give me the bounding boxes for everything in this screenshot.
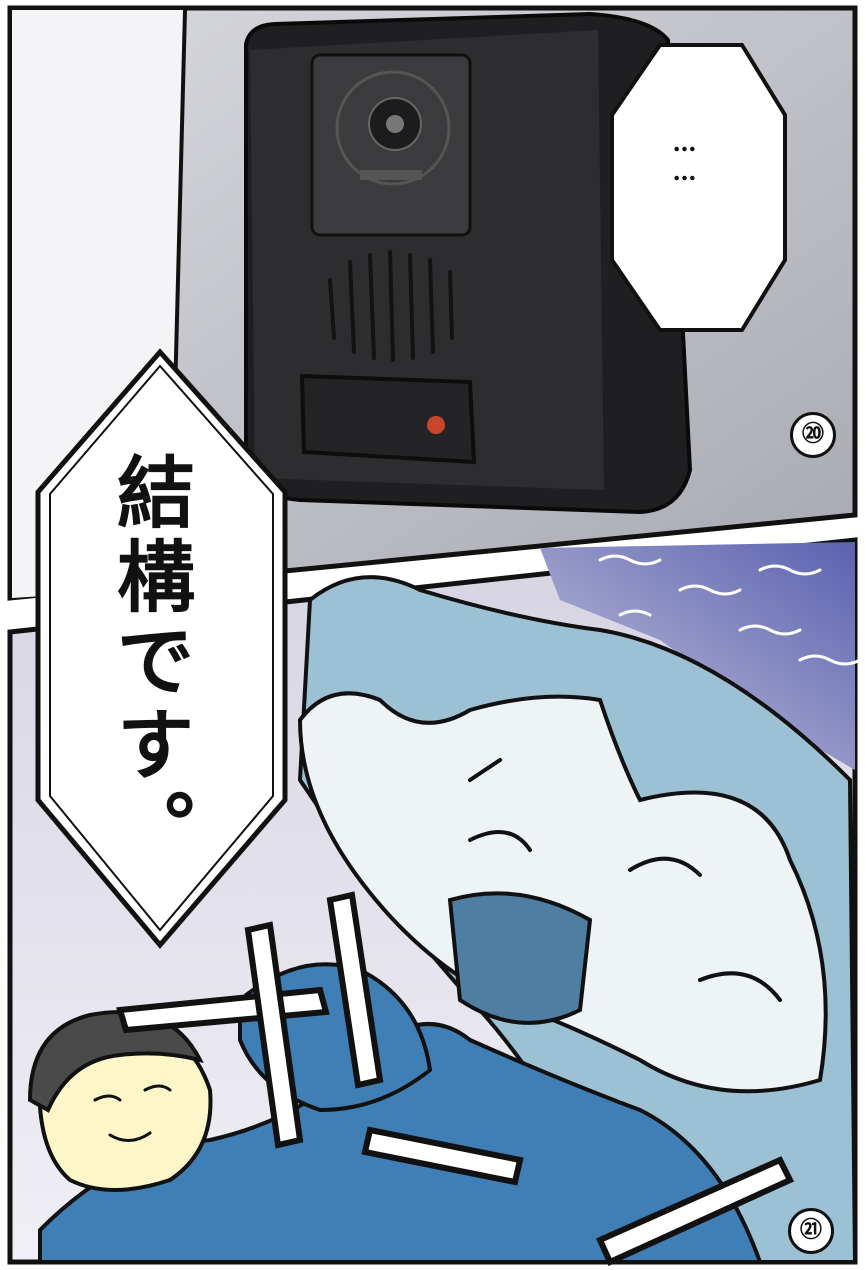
panel-number-21: ㉑ — [788, 1208, 834, 1254]
intercom-camera-icon — [310, 53, 472, 237]
indicator-light-icon — [427, 416, 445, 434]
speech-text-main: 結構です。 — [104, 452, 195, 872]
panel-number-20: ⑳ — [790, 412, 836, 458]
intercom-device — [244, 11, 693, 515]
speech-text-ellipsis: …… — [670, 128, 699, 186]
intercom-speaker-icon — [328, 250, 454, 362]
speech-bubble-21 — [35, 348, 288, 949]
speech-bubble-20 — [610, 43, 787, 332]
